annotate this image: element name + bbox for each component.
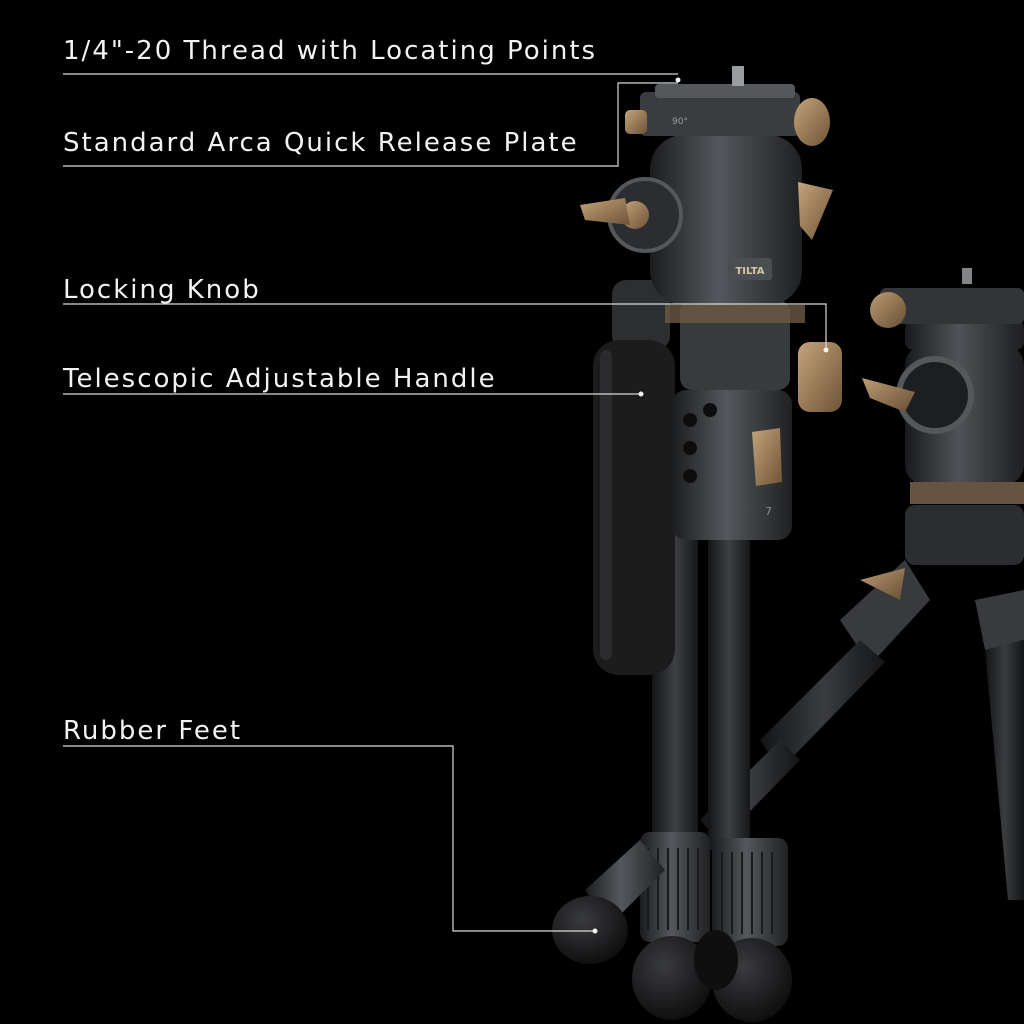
callout-dot-knob	[823, 347, 829, 353]
callout-dots	[592, 77, 829, 934]
plate-marking: 90°	[672, 117, 688, 127]
leg-hub	[672, 390, 792, 540]
leader-line-knob	[63, 303, 827, 350]
leg-number: 7	[765, 505, 772, 518]
callout-rubber-feet: Rubber Feet	[63, 716, 243, 746]
brand-badge: TILTA	[735, 266, 764, 277]
callout-locking-knob: Locking Knob	[63, 275, 261, 305]
pan-head: TILTA 90° 7	[580, 66, 842, 518]
callout-arca-plate: Standard Arca Quick Release Plate	[63, 128, 579, 158]
callout-thread: 1/4"-20 Thread with Locating Points	[63, 36, 598, 66]
callout-dot-feet	[592, 928, 598, 934]
callout-handle: Telescopic Adjustable Handle	[63, 364, 497, 394]
callout-dot-handle	[638, 391, 644, 397]
callout-leader-lines	[63, 73, 827, 932]
main-tripod-legs	[552, 520, 792, 1022]
callout-dot-thread	[675, 77, 681, 83]
leader-line-arca	[63, 82, 678, 167]
handle-grip	[593, 280, 675, 675]
leader-line-feet	[63, 745, 595, 932]
